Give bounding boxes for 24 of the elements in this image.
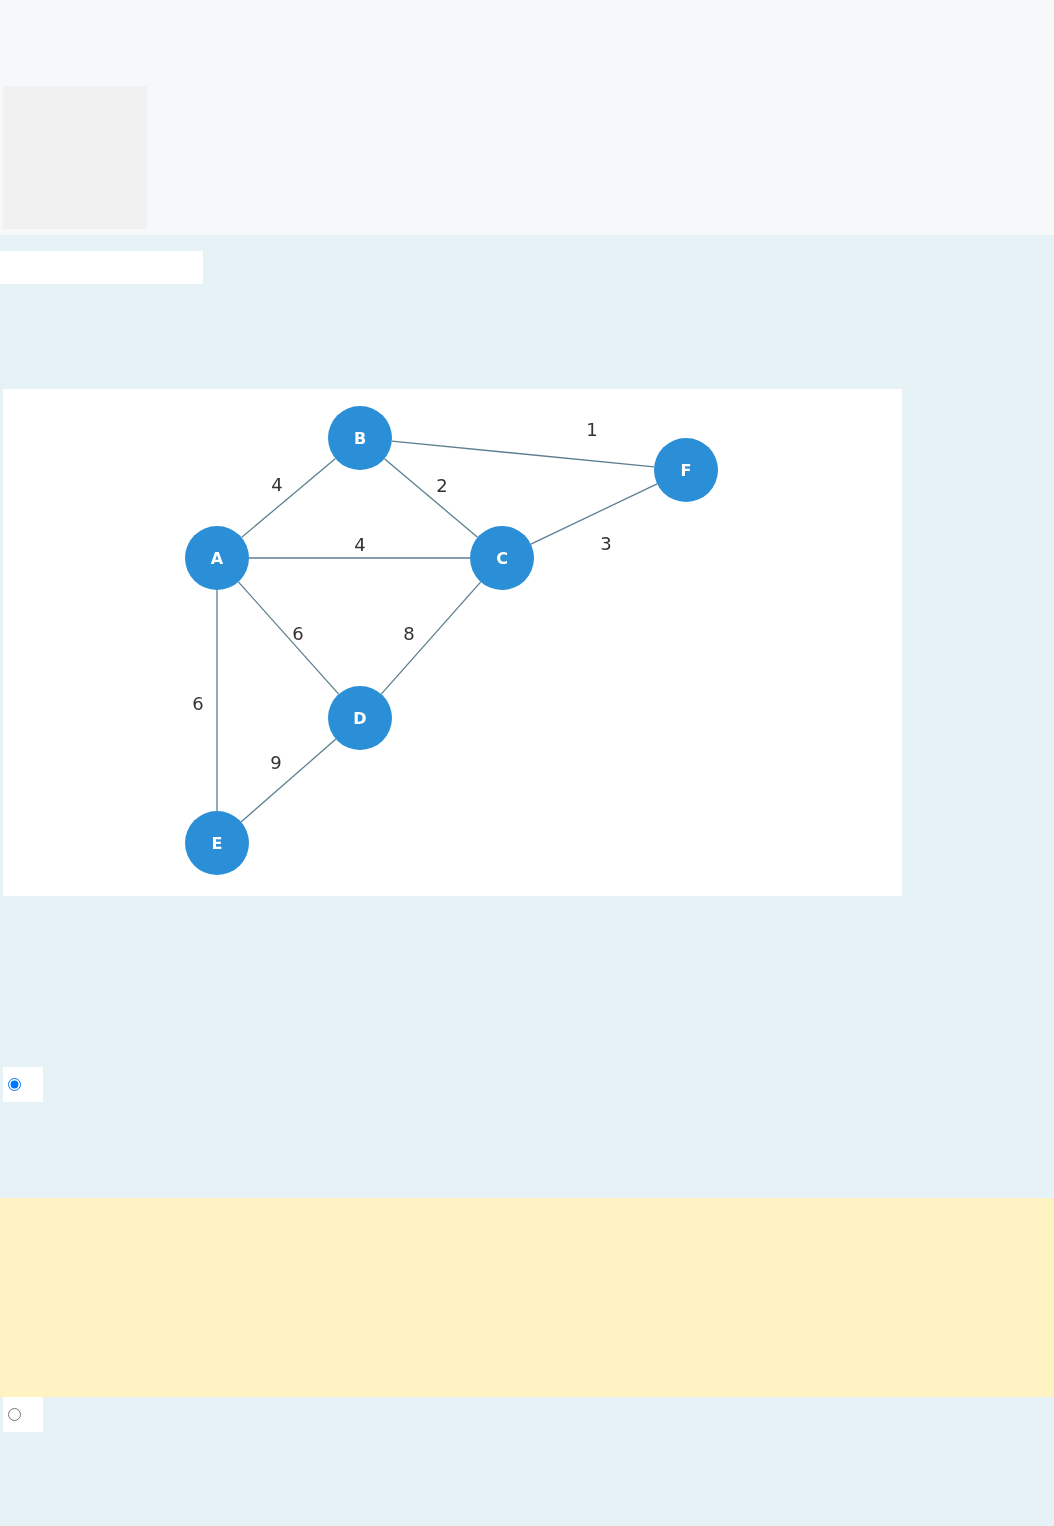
vertex-circle: F — [654, 438, 718, 502]
edge-line — [237, 581, 340, 695]
edge-label: 3 — [600, 535, 612, 553]
edge-label: 6 — [192, 695, 204, 713]
vertex-circle: B — [328, 406, 392, 470]
edge-label: 6 — [292, 625, 304, 643]
edge-line — [248, 557, 471, 559]
edge-line — [383, 458, 479, 538]
edge-line — [240, 738, 337, 823]
vertex-circle: A — [185, 526, 249, 590]
vertex-circle: D — [328, 686, 392, 750]
edge-line — [240, 457, 337, 539]
edge-label: 4 — [354, 536, 366, 554]
edge-line — [380, 581, 482, 695]
edge-label: 2 — [436, 477, 448, 495]
edge-label: 1 — [586, 421, 598, 439]
edge-line — [391, 440, 655, 468]
vertex-circle: E — [185, 811, 249, 875]
edge-label: 8 — [403, 625, 415, 643]
edge-line — [216, 589, 218, 812]
edge-label: 9 — [270, 754, 282, 772]
edge-line — [530, 483, 658, 545]
vertex-circle: C — [470, 526, 534, 590]
edge-label: 4 — [271, 476, 283, 494]
